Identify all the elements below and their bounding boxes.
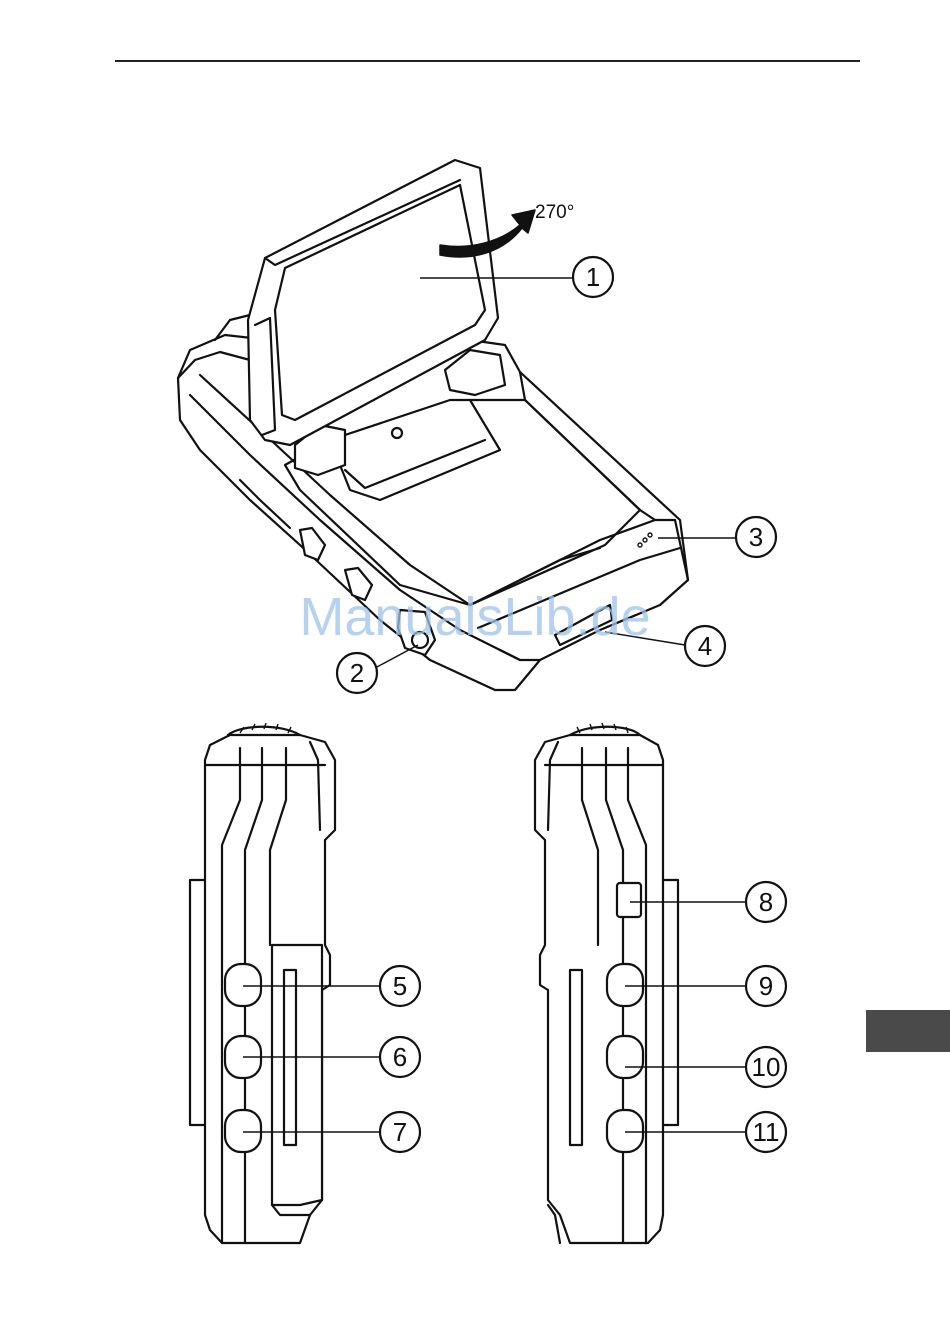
callout-6: 6 — [393, 1042, 407, 1072]
button-7[interactable] — [225, 1110, 261, 1152]
callout-2: 2 — [350, 658, 364, 688]
button-5[interactable] — [225, 964, 261, 1006]
callout-11: 11 — [753, 1117, 780, 1147]
button-9[interactable] — [607, 964, 643, 1006]
camera-left-side-view: 5 6 7 — [190, 723, 420, 1243]
callout-5: 5 — [393, 971, 407, 1001]
callout-10: 10 — [752, 1052, 781, 1082]
rotation-angle-label: 270° — [535, 202, 574, 223]
callout-1: 1 — [586, 262, 600, 292]
button-10[interactable] — [607, 1036, 643, 1078]
callout-7: 7 — [393, 1117, 407, 1147]
callout-9: 9 — [759, 971, 773, 1001]
callout-4: 4 — [698, 631, 712, 661]
callout-8: 8 — [759, 887, 773, 917]
callout-3: 3 — [749, 522, 763, 552]
chapter-tab — [866, 1010, 950, 1052]
port-8 — [617, 883, 641, 917]
camera-right-side-view: 8 9 10 11 — [535, 723, 786, 1243]
button-11[interactable] — [607, 1110, 643, 1152]
watermark: ManualsLib.de — [299, 587, 650, 647]
